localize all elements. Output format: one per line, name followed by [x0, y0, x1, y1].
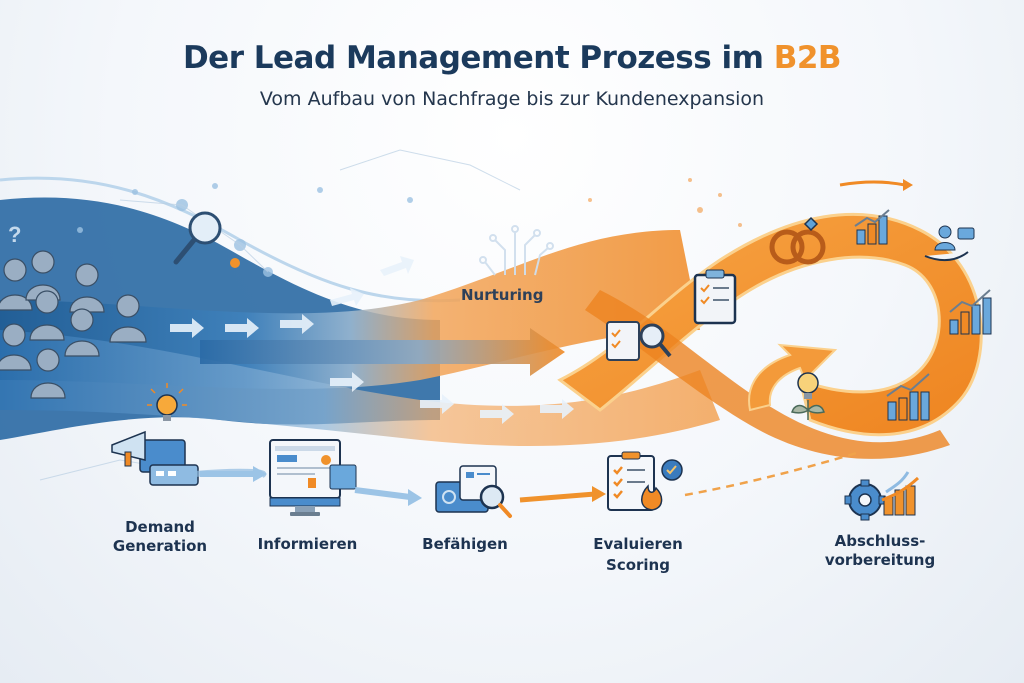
document-magnifier-icon	[435, 465, 512, 518]
stage-label: Demand	[125, 518, 195, 536]
page-subtitle: Vom Aufbau von Nachfrage bis zur Kundene…	[259, 88, 765, 110]
magnifier-icon	[173, 211, 222, 265]
document-check-magnifier-icon	[606, 321, 672, 361]
stage-label: Evaluieren	[593, 535, 683, 553]
circuit-icon	[479, 225, 554, 276]
checklist-fire-icon	[607, 451, 683, 511]
stage-sublabel-scoring: Scoring	[606, 556, 670, 574]
stage-abschlussvorbereitung: Abschluss- vorbereitung	[815, 532, 945, 570]
page-title: Der Lead Management Prozess im B2B	[182, 40, 842, 76]
interlocked-rings-icon	[769, 216, 826, 265]
stage-label: Generation	[112, 537, 208, 555]
stage-demand-generation: Demand Generation	[100, 518, 220, 556]
header: Der Lead Management Prozess im B2B Vom A…	[0, 40, 1024, 110]
title-accent: B2B	[773, 40, 842, 76]
growth-chart-icon	[949, 289, 992, 335]
stage-label: Befähigen	[422, 535, 508, 553]
stage-label: Abschluss-	[834, 532, 926, 550]
monitor-content-icon	[269, 439, 357, 516]
nurturing-label: Nurturing	[461, 286, 544, 304]
stage-befaehigen: Befähigen	[410, 535, 520, 554]
lightbulb-icon	[147, 383, 187, 421]
growth-chart-icon	[854, 209, 890, 245]
audience-icon	[0, 250, 147, 399]
stage-informieren: Informieren	[245, 535, 370, 554]
stage-evaluieren: Evaluieren Scoring	[578, 535, 698, 575]
stage-label: vorbereitung	[824, 551, 936, 569]
growth-chart-icon	[886, 373, 930, 421]
megaphone-icon	[111, 430, 199, 486]
gear-growth-chart-icon	[844, 471, 920, 521]
lightbulb-plant-icon	[791, 372, 825, 420]
svg-text:?: ?	[8, 222, 21, 247]
hand-person-chat-icon	[924, 225, 975, 262]
clipboard-checklist-icon	[693, 269, 737, 325]
stage-label: Informieren	[257, 535, 358, 553]
